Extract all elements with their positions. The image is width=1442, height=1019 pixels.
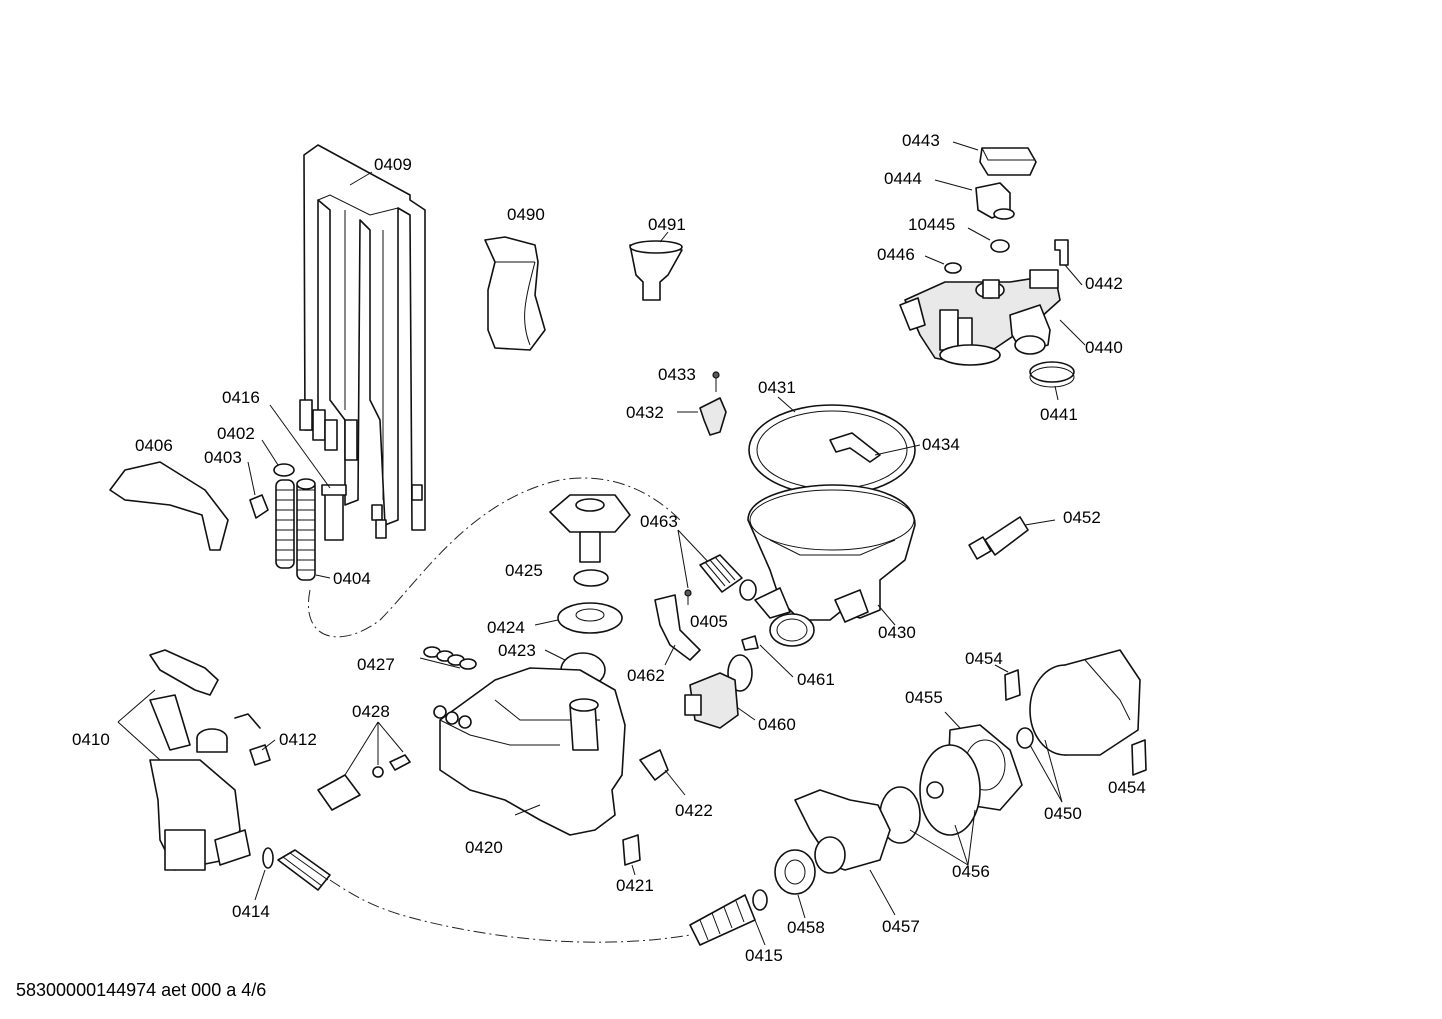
part-0431-sump-seal — [748, 404, 916, 496]
label-0446: 0446 — [877, 245, 915, 264]
part-0434-clip — [829, 432, 881, 463]
label-0404: 0404 — [333, 569, 371, 588]
part-0433-screw — [712, 371, 720, 392]
hose-route-line — [308, 477, 681, 638]
part-0406-cover — [109, 461, 229, 551]
label-0457: 0457 — [882, 917, 920, 936]
label-0443: 0443 — [902, 131, 940, 150]
label-0402: 0402 — [217, 424, 255, 443]
part-0402-o-ring — [273, 463, 295, 477]
part-0420-water-softener — [433, 667, 626, 836]
part-0443-cover — [979, 147, 1037, 176]
label-0491: 0491 — [648, 215, 686, 234]
label-0424: 0424 — [487, 618, 525, 637]
hose-route-line — [329, 879, 691, 943]
label-0405: 0405 — [690, 612, 728, 631]
label-0406: 0406 — [135, 436, 173, 455]
label-0440: 0440 — [1085, 338, 1123, 357]
label-0456: 0456 — [952, 862, 990, 881]
label-0460: 0460 — [758, 715, 796, 734]
part-0450-circulation-pump-motor — [1016, 649, 1141, 756]
part-0430-sump — [747, 484, 916, 647]
part-0421-bracket — [622, 834, 641, 866]
part-0460-drain-pump — [684, 672, 739, 729]
part-0428-valve — [317, 721, 411, 811]
label-0461: 0461 — [797, 670, 835, 689]
label-0416: 0416 — [222, 388, 260, 407]
label-0431: 0431 — [758, 378, 796, 397]
label-0422: 0422 — [675, 801, 713, 820]
part-0415-bellows-hose — [689, 889, 768, 946]
label-0409: 0409 — [374, 155, 412, 174]
part-0444-connector — [975, 182, 1015, 220]
part-0427-o-rings — [419, 646, 477, 670]
label-0420: 0420 — [465, 838, 503, 857]
label-0430: 0430 — [878, 623, 916, 642]
label-0450: 0450 — [1044, 804, 1082, 823]
label-0425: 0425 — [505, 561, 543, 580]
part-0425-threaded-nut — [549, 494, 631, 563]
label-0490: 0490 — [507, 205, 545, 224]
document-id: 58300000144974 aet 000 a 4/6 — [16, 980, 267, 1000]
part-0456-impeller-set — [879, 744, 981, 866]
part-0446-o-ring — [944, 262, 962, 274]
part-0432-bracket — [699, 397, 727, 436]
label-0414: 0414 — [232, 902, 270, 921]
part-0404-bellows-hoses — [275, 478, 316, 581]
label-10445: 10445 — [908, 215, 955, 234]
label-0432: 0432 — [626, 403, 664, 422]
part-0454-clip-top — [1004, 669, 1021, 701]
part-0454-clip-bottom — [1131, 739, 1147, 776]
part-0422-clip — [639, 749, 669, 781]
label-0463: 0463 — [640, 512, 678, 531]
part-0458-seal-ring — [774, 849, 816, 895]
label-0441: 0441 — [1040, 405, 1078, 424]
label-0412: 0412 — [279, 730, 317, 749]
part-0457-pump-body — [794, 789, 891, 874]
part-0490-measuring-jug — [484, 236, 546, 351]
label-0410: 0410 — [72, 730, 110, 749]
label-0452: 0452 — [1063, 508, 1101, 527]
label-0421: 0421 — [616, 876, 654, 895]
label-0454-top: 0454 — [965, 649, 1003, 668]
part-0410-aquastop-assembly — [117, 649, 251, 871]
label-0454-bottom: 0454 — [1108, 778, 1146, 797]
label-0403: 0403 — [204, 448, 242, 467]
part-0414-bellows-hose — [262, 847, 331, 891]
part-0491-funnel — [629, 240, 683, 301]
part-0441-hose-clamp — [1029, 361, 1075, 388]
part-0409-water-conduit — [299, 144, 426, 539]
label-0433: 0433 — [658, 365, 696, 384]
part-0461-clip — [741, 635, 759, 651]
label-0462: 0462 — [627, 666, 665, 685]
label-0428: 0428 — [352, 702, 390, 721]
part-0442-clip — [1054, 239, 1069, 266]
label-0434: 0434 — [922, 435, 960, 454]
part-0440-valve-block — [899, 269, 1061, 366]
label-0423: 0423 — [498, 641, 536, 660]
part-0416-valve — [269, 404, 347, 541]
part-0462-holder — [654, 594, 701, 661]
label-0442: 0442 — [1085, 274, 1123, 293]
part-0424-nut-disc — [557, 569, 623, 634]
label-0455: 0455 — [905, 688, 943, 707]
label-0458: 0458 — [787, 918, 825, 937]
part-10445-o-ring — [990, 239, 1010, 253]
label-0415: 0415 — [745, 946, 783, 965]
part-0412-tube — [196, 713, 271, 766]
label-0427: 0427 — [357, 655, 395, 674]
part-0405-bellows — [699, 554, 757, 601]
label-0444: 0444 — [884, 169, 922, 188]
part-0403-clip — [249, 494, 269, 519]
part-0452-sensor — [968, 516, 1029, 560]
